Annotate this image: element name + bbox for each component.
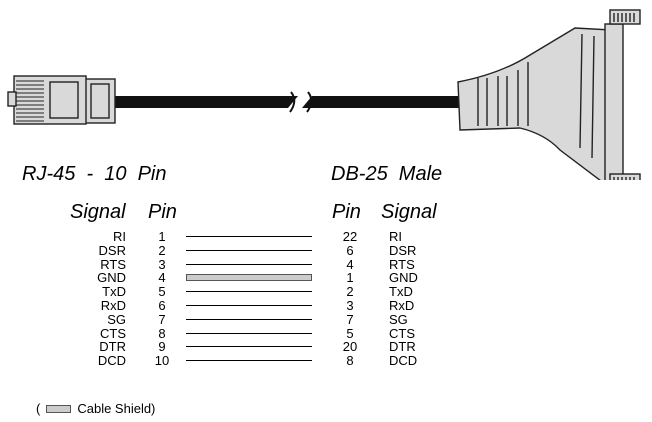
left-signal-label: DSR bbox=[98, 242, 126, 258]
right-pin-number: 8 bbox=[346, 353, 354, 369]
db25-connector bbox=[457, 9, 641, 180]
wire-line bbox=[186, 236, 312, 237]
cable-left-segment bbox=[112, 96, 298, 108]
left-signal-label: RTS bbox=[100, 256, 126, 272]
left-pin-number: 2 bbox=[158, 242, 166, 258]
left-pin-number: 6 bbox=[158, 298, 166, 313]
right-signal-label: SG bbox=[389, 311, 408, 327]
left-signal-header: Signal bbox=[70, 201, 126, 223]
right-signal-header: Signal bbox=[381, 201, 437, 223]
left-signal-label: GND bbox=[97, 270, 126, 286]
rj45-window-1 bbox=[49, 81, 79, 119]
shield-wire bbox=[186, 274, 312, 282]
wire-line bbox=[186, 263, 312, 265]
db25-hood-seam-8 bbox=[591, 35, 595, 159]
wire-line bbox=[186, 249, 312, 251]
db25-bottom-jackscrew bbox=[609, 173, 641, 180]
right-pin-number: 5 bbox=[346, 325, 354, 341]
rj45-connector bbox=[7, 75, 116, 125]
legend-open-paren: ( bbox=[36, 401, 41, 416]
left-pin-number: 8 bbox=[158, 325, 166, 341]
wire-line bbox=[186, 346, 312, 348]
rj45-latch bbox=[7, 91, 17, 107]
right-signal-label: TxD bbox=[389, 284, 413, 300]
left-pin-number: 1 bbox=[158, 229, 166, 244]
db25-top-jackscrew bbox=[609, 9, 641, 25]
left-signal-label: CTS bbox=[100, 325, 126, 341]
left-pin-number: 7 bbox=[158, 311, 166, 327]
left-signal-label: DCD bbox=[97, 353, 126, 369]
db25-hood bbox=[457, 27, 613, 180]
left-signal-label: RxD bbox=[100, 298, 126, 313]
left-pin-number: 10 bbox=[154, 353, 170, 369]
right-pin-number: 4 bbox=[346, 256, 354, 272]
right-pin-number: 7 bbox=[346, 311, 354, 327]
right-signal-label: DSR bbox=[389, 242, 417, 258]
right-pin-number: 22 bbox=[342, 229, 358, 244]
right-pin-number: 2 bbox=[346, 284, 354, 300]
cable-illustration bbox=[7, 9, 641, 180]
right-signal-label: RxD bbox=[389, 298, 415, 313]
wire-line bbox=[186, 305, 312, 306]
db25-mounting-flange bbox=[604, 23, 624, 180]
left-signal-label: SG bbox=[107, 311, 126, 327]
cable-shield-legend: ( Cable Shield) bbox=[36, 402, 155, 416]
left-connector-title: RJ-45 - 10 Pin bbox=[22, 163, 167, 185]
right-pin-number: 3 bbox=[346, 298, 354, 313]
db25-hood-seam-7 bbox=[579, 33, 583, 149]
right-pin-number: 20 bbox=[342, 339, 358, 355]
left-signal-label: RI bbox=[113, 229, 126, 244]
left-signal-label: DTR bbox=[99, 339, 126, 355]
wire-line bbox=[186, 291, 312, 293]
right-connector-title: DB-25 Male bbox=[331, 163, 443, 185]
right-signal-label: RI bbox=[389, 229, 402, 244]
right-pin-number: 6 bbox=[346, 242, 354, 258]
right-signal-label: DTR bbox=[389, 339, 416, 355]
wire-line bbox=[186, 318, 312, 320]
right-signal-label: DCD bbox=[389, 353, 418, 369]
cable-shield-swatch bbox=[46, 404, 72, 413]
left-pin-number: 4 bbox=[158, 270, 166, 286]
right-pin-number: 1 bbox=[346, 270, 354, 286]
cable-break-left-mark bbox=[289, 91, 296, 113]
left-signal-label: TxD bbox=[102, 284, 126, 300]
rj45-window-2 bbox=[90, 83, 110, 119]
cable-right-segment bbox=[302, 96, 460, 108]
right-signal-label: RTS bbox=[389, 256, 415, 272]
left-pin-number: 3 bbox=[158, 256, 166, 272]
right-signal-label: GND bbox=[389, 270, 418, 286]
legend-label: Cable Shield) bbox=[77, 401, 156, 416]
right-pin-header: Pin bbox=[332, 201, 361, 223]
left-pin-number: 9 bbox=[158, 339, 166, 355]
left-pin-header: Pin bbox=[148, 201, 177, 223]
rj45-contacts bbox=[16, 80, 44, 122]
wire-line bbox=[186, 360, 312, 362]
left-pin-number: 5 bbox=[158, 284, 166, 300]
wire-line bbox=[186, 332, 312, 334]
right-signal-label: CTS bbox=[389, 325, 415, 341]
